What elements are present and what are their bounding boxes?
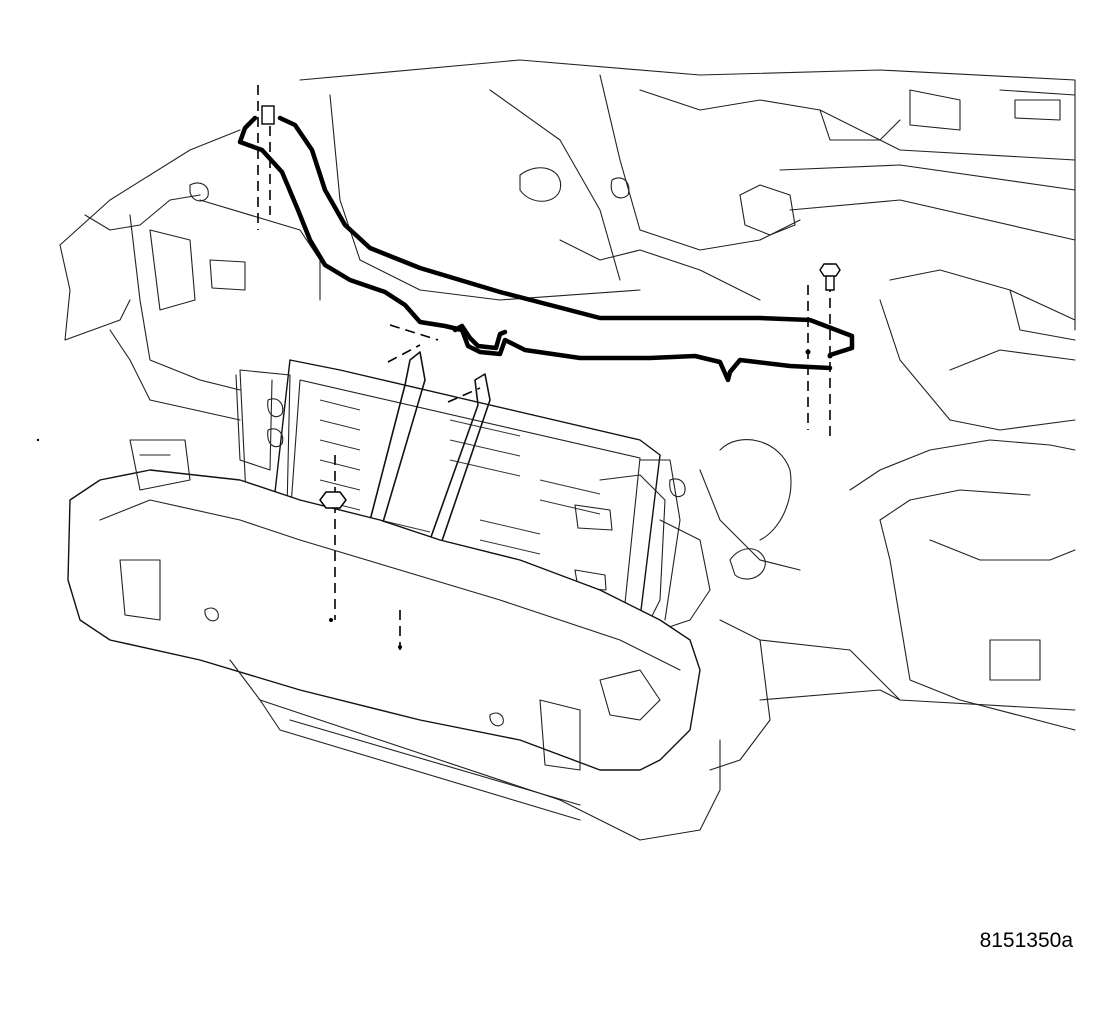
right-fender — [699, 439, 1076, 731]
stray-mark — [36, 438, 40, 442]
hex-bolt-icon — [819, 263, 841, 291]
fastener-point — [805, 349, 811, 355]
install-line-strut-top-2 — [447, 387, 481, 403]
highlighted-tube-assembly — [237, 115, 855, 383]
fasteners — [257, 85, 841, 650]
fastener-point — [827, 353, 833, 359]
left-fender — [59, 129, 321, 421]
engine-bay-structure — [299, 59, 1076, 431]
bolt-icon — [261, 105, 275, 125]
figure-id-label: 8151350a — [979, 929, 1073, 952]
fastener-point — [398, 645, 402, 649]
front-bumper-beam — [67, 439, 1076, 841]
install-line-strut-top-1 — [387, 344, 421, 363]
fastener-point — [329, 618, 333, 622]
install-line-clip — [389, 324, 439, 341]
hex-nut-icon — [319, 491, 347, 509]
